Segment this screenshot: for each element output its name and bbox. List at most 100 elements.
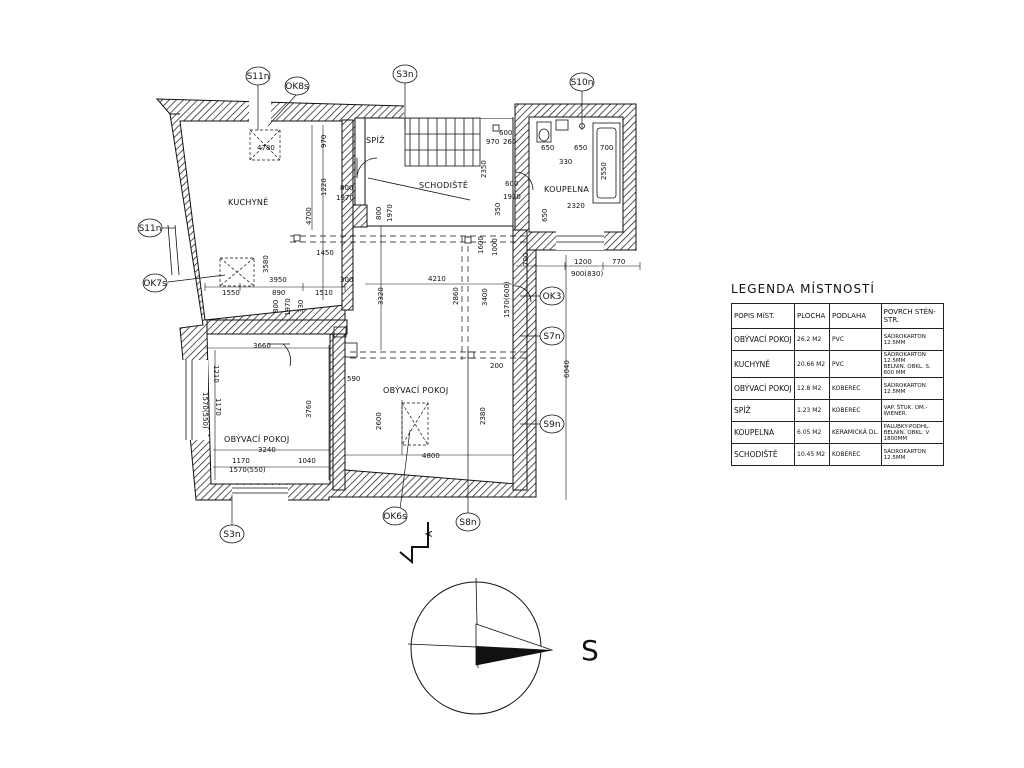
- legend-name: SCHODIŠTĚ: [731, 443, 795, 466]
- dim: 1970: [284, 298, 292, 316]
- dim: 3660: [253, 342, 271, 350]
- hidden-lines: [290, 235, 530, 360]
- dim: 3580: [262, 255, 270, 273]
- legend-wall-line: VAP. ŠTUK. OM.-WIENER.: [883, 404, 928, 417]
- dim: 1450: [316, 249, 334, 257]
- dim: 2860: [452, 287, 460, 305]
- tag-s3n-top: S3n: [396, 70, 413, 80]
- legend-wall-line: SÁDROKARTON 12.5MM: [883, 352, 926, 364]
- dim: 330: [559, 158, 572, 166]
- dim: 900(830): [571, 270, 603, 278]
- dim: 890: [272, 289, 285, 297]
- legend-floor: KOBEREC: [829, 377, 882, 400]
- dim: 1970: [386, 204, 394, 222]
- dimension-labels: 4780 970 1220 4700 3580 1450 3950 300 15…: [201, 129, 625, 474]
- dim: 1600: [477, 236, 485, 254]
- legend-wall: SÁDROKARTON 12.5MM: [880, 377, 945, 400]
- room-koupelna: KOUPELNA: [544, 185, 589, 194]
- legend-wall: PALUBKY-PODHL.BELNIN. OBKL. V 1800MM: [880, 421, 945, 444]
- tag-s8n: S8n: [459, 518, 476, 528]
- legend-name: OBÝVACÍ POKOJ: [731, 377, 795, 400]
- legend-wall-line: BELNIN. OBKL. V 1800MM: [883, 429, 930, 442]
- dim: 650: [541, 209, 549, 222]
- legend-name: SPÍŽ: [731, 399, 795, 422]
- legend-floor: PVC: [829, 328, 882, 351]
- legend-wall: SÁDROKARTON 12.5MM: [880, 328, 945, 351]
- room-schodiste: SCHODIŠTĚ: [419, 179, 468, 190]
- dim: 600: [499, 129, 512, 137]
- tag-ok6s: OK6s: [383, 512, 407, 522]
- tag-ok8s: OK8s: [285, 82, 309, 92]
- room-spiz: SPÍŽ: [366, 134, 385, 145]
- dim: 260: [503, 138, 516, 146]
- dim: 800: [375, 207, 383, 220]
- legend-area: 20.66 M2: [794, 350, 830, 378]
- dim: 2350: [480, 160, 488, 178]
- room-labels: KUCHYNĚ SPÍŽ SCHODIŠTĚ KOUPELNA OBÝVACÍ …: [224, 134, 589, 444]
- legend-floor: PVC: [829, 350, 882, 378]
- dim: 650: [541, 144, 554, 152]
- skylights: [219, 129, 429, 446]
- dim: 1170: [232, 457, 250, 465]
- legend-wall: SÁDROKARTON 12.5MM: [880, 443, 945, 466]
- dim: 590: [347, 375, 360, 383]
- doors: [268, 157, 534, 367]
- legend-floor: KOBEREC: [829, 399, 882, 422]
- dim: 3400: [481, 288, 489, 306]
- dim: 650: [574, 144, 587, 152]
- dim: 700: [600, 144, 613, 152]
- dim: 1200: [574, 258, 592, 266]
- dim: 1570(600): [503, 281, 511, 318]
- legend-header: PODLAHA: [829, 303, 882, 329]
- markers: [293, 124, 500, 359]
- tag-ok7s: OK7s: [143, 279, 167, 289]
- legend-wall-line: SÁDROKARTON 12.5MM: [883, 448, 926, 461]
- legend-wall: VAP. ŠTUK. OM.-WIENER.: [880, 399, 945, 422]
- dim: 1220: [320, 178, 328, 196]
- tag-leaders: [162, 82, 583, 525]
- legend-name: OBÝVACÍ POKOJ: [731, 328, 795, 351]
- room-obyvaci-left: OBÝVACÍ POKOJ: [224, 433, 290, 444]
- room-kuchyne: KUCHYNĚ: [228, 196, 269, 207]
- dim: 1570(550): [229, 466, 266, 474]
- legend-header: POVRCH STĚN- STR.: [880, 303, 945, 329]
- tag-s7n: S7n: [543, 332, 560, 342]
- legend-area: 12.8 M2: [794, 377, 830, 400]
- tag-s11n-top: S11n: [247, 72, 270, 82]
- room-obyvaci-right: OBÝVACÍ POKOJ: [383, 384, 449, 395]
- section-label: A: [425, 530, 435, 537]
- dim: 4780: [257, 144, 275, 152]
- legend-area: 1.23 M2: [794, 399, 830, 422]
- dim: 350: [494, 203, 502, 216]
- dim: 4700: [305, 207, 313, 225]
- dim: 770: [612, 258, 625, 266]
- legend-area: 10.45 M2: [794, 443, 830, 466]
- windows: [167, 224, 604, 494]
- legend-wall-line: SÁDROKARTON 12.5MM: [883, 333, 926, 346]
- compass-label: S: [581, 634, 599, 667]
- dim: 1040: [298, 457, 316, 465]
- dim: 1970: [503, 193, 521, 201]
- legend-name: KUCHYNĚ: [731, 350, 795, 378]
- walls: [155, 98, 637, 501]
- dim: 1550: [222, 289, 240, 297]
- legend-header: POPIS MíST.: [731, 303, 795, 329]
- tag-labels: S11n OK8s S3n S10n S11n OK7s OK3 S7n S9n…: [139, 70, 594, 540]
- section-mark: [399, 522, 429, 565]
- dim: 1570(550): [201, 392, 209, 429]
- staircase: [367, 117, 481, 201]
- legend-name: KOUPELNA: [731, 421, 795, 444]
- dim: 970: [320, 135, 328, 148]
- dim: 2380: [479, 407, 487, 425]
- dimension-lines: [204, 125, 641, 500]
- legend-floor: KERAMICKÁ DL.: [829, 421, 882, 444]
- dim: 800: [272, 300, 280, 313]
- dim: 2320: [567, 202, 585, 210]
- dim: 2550: [600, 162, 608, 180]
